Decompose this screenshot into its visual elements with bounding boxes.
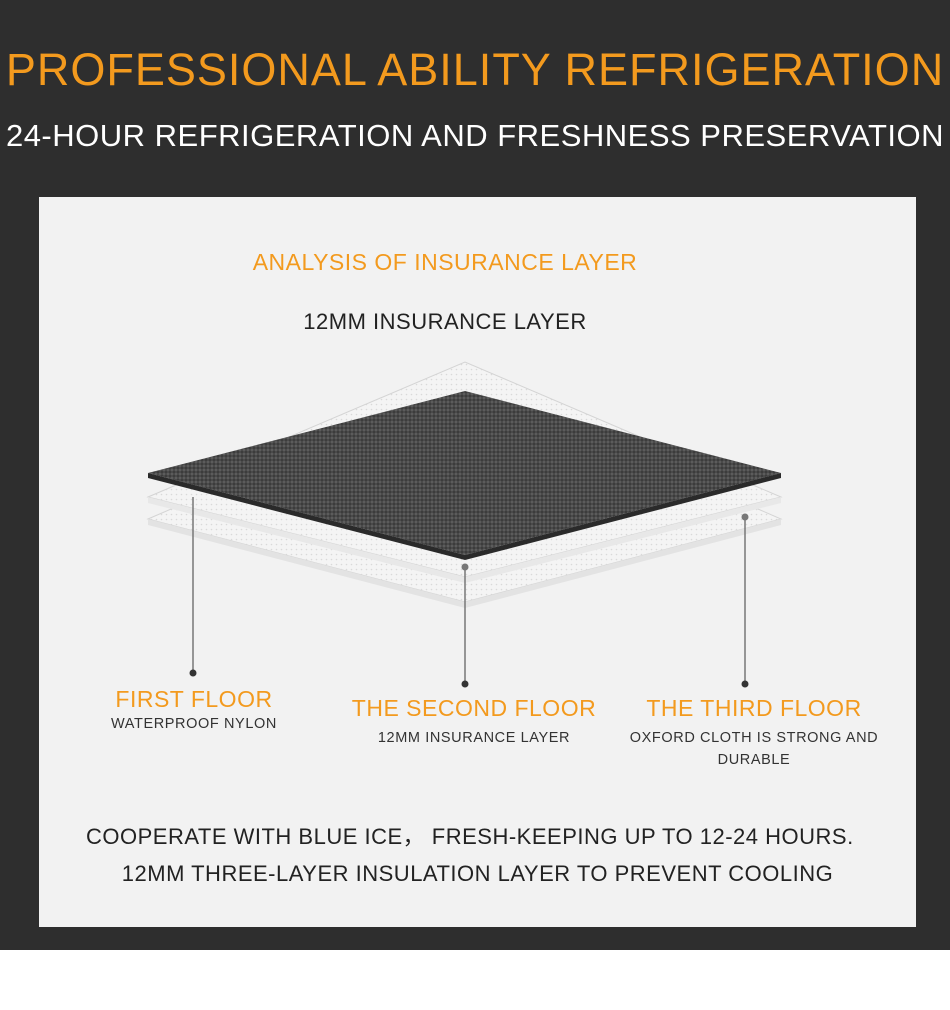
main-title: PROFESSIONAL ABILITY REFRIGERATION <box>5 44 945 95</box>
first-floor-description: WATERPROOF NYLON <box>111 716 277 732</box>
second-leader-end <box>461 680 469 688</box>
footer-line-1: COOPERATE WITH BLUE ICE， FRESH-KEEPING U… <box>86 824 854 849</box>
second-floor-description: 12MM INSURANCE LAYER <box>377 730 571 746</box>
insulation-panel: ANALYSIS OF INSURANCE LAYER 12MM INSURAN… <box>39 197 916 927</box>
third-leader-end <box>741 680 749 688</box>
third-floor-title: THE THIRD FLOOR <box>646 695 862 721</box>
banner: PROFESSIONAL ABILITY REFRIGERATION 24-HO… <box>0 0 950 950</box>
second-leader-dot <box>461 563 469 571</box>
analysis-heading: ANALYSIS OF INSURANCE LAYER <box>252 249 638 275</box>
sub-title: 24-HOUR REFRIGERATION AND FRESHNESS PRES… <box>5 118 945 153</box>
layer-illustration <box>146 361 783 688</box>
top-fabric-layer <box>148 391 781 555</box>
first-leader-dot <box>189 669 197 677</box>
second-floor-title: THE SECOND FLOOR <box>351 695 597 721</box>
footer-line-2: 12MM THREE-LAYER INSULATION LAYER TO PRE… <box>121 861 834 886</box>
layer-subheading: 12MM INSURANCE LAYER <box>303 309 587 334</box>
third-leader-dot <box>741 513 749 521</box>
first-floor-title: FIRST FLOOR <box>115 686 273 712</box>
third-floor-description: OXFORD CLOTH IS STRONG AND DURABLE <box>629 730 879 768</box>
